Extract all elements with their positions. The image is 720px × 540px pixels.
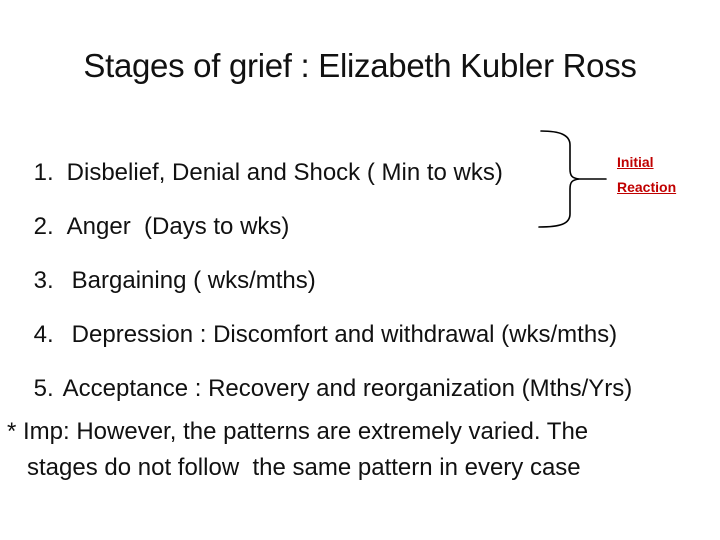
footnote: * Imp: However, the patterns are extreme…	[7, 418, 589, 481]
curly-brace-icon	[538, 130, 607, 228]
list-item-text: Acceptance : Recovery and reorganization…	[62, 375, 633, 402]
list-item-2: 2. Anger (Days to wks)	[7, 185, 707, 269]
list-item-5: 5. Acceptance : Recovery and reorganizati…	[7, 347, 707, 431]
list-item-1: 1. Disbelief, Denial and Shock ( Min to w…	[7, 131, 707, 215]
list-item-text: Disbelief, Denial and Shock ( Min to wks…	[66, 159, 503, 186]
list-item-text: Bargaining ( wks/mths)	[71, 267, 316, 294]
list-item-number: 5.	[33, 375, 54, 402]
list-item-3: 3. Bargaining ( wks/mths)	[7, 239, 707, 323]
slide-title: Stages of grief : Elizabeth Kubler Ross	[83, 47, 637, 84]
list-item-number: 4.	[33, 321, 54, 348]
list-item-number: 2.	[33, 213, 54, 240]
list-item-text: Anger (Days to wks)	[66, 213, 290, 240]
list-item-text: Depression : Discomfort and withdrawal (…	[71, 321, 618, 348]
list-item-4: 4. Depression : Discomfort and withdrawal…	[7, 293, 707, 377]
list-item-number: 1.	[33, 159, 54, 186]
annotation-initial-reaction: Initial Reaction	[617, 154, 677, 195]
list-item-number: 3.	[33, 267, 54, 294]
